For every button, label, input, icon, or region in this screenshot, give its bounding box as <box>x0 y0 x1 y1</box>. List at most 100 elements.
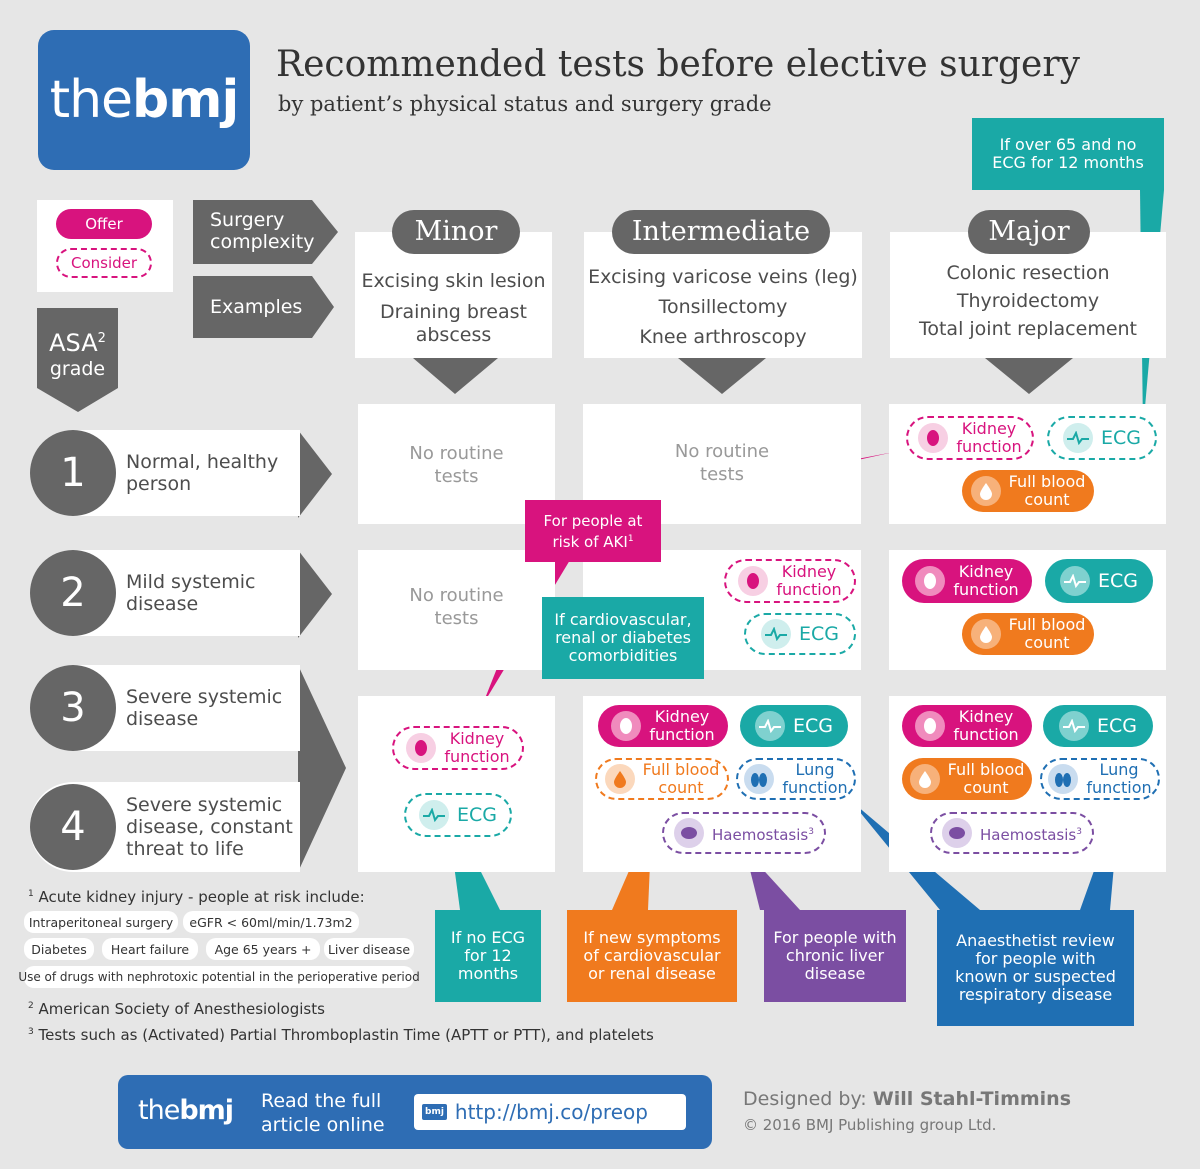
kidney-icon <box>406 733 437 763</box>
risk-item: Liver disease <box>324 938 414 960</box>
test-ecg-offer: ECG <box>1043 705 1153 747</box>
test-ecg-consider: ECG <box>1047 416 1157 460</box>
major-example: Total joint replacement <box>918 318 1138 340</box>
test-ecg-consider: ECG <box>744 613 856 655</box>
kidney-icon <box>738 566 769 596</box>
row1-arrow <box>298 430 332 518</box>
intermediate-example: Excising varicose veins (leg) <box>588 266 858 288</box>
minor-example: Draining breast <box>380 301 527 323</box>
intermediate-example: Knee arthroscopy <box>639 326 807 348</box>
kidney-icon <box>915 566 946 596</box>
designer-credit: Designed by: Will Stahl-Timmins <box>743 1088 1072 1110</box>
minor-example: abscess <box>415 324 492 346</box>
kidney-icon <box>611 711 642 741</box>
lungs-icon <box>1048 764 1079 794</box>
bmj-badge-icon: bmj <box>422 1104 447 1120</box>
platelet-icon <box>674 818 705 848</box>
footnote-aki-heading: 1 Acute kidney injury - people at risk i… <box>28 888 365 906</box>
asa-arrow <box>37 308 118 412</box>
blood-drop-icon <box>970 619 1001 649</box>
test-haemostasis-consider: Haemostasis3 <box>930 812 1094 854</box>
footnote-asa: 2 American Society of Anesthesiologists <box>28 1000 325 1018</box>
test-ecg-consider: ECG <box>404 793 512 837</box>
row34-arrow <box>298 665 346 872</box>
minor-down-arrow <box>413 358 498 394</box>
examples-label: Examples <box>210 296 303 318</box>
major-pill: Major <box>968 210 1090 254</box>
ecg-icon <box>1060 566 1090 596</box>
lungs-icon <box>744 764 775 794</box>
footnote-haemostasis: 3 Tests such as (Activated) Partial Thro… <box>28 1026 654 1044</box>
blood-drop-icon <box>604 764 635 794</box>
test-ecg-offer: ECG <box>740 705 848 747</box>
row-number: 2 <box>30 550 116 636</box>
page-title: Recommended tests before elective surger… <box>276 44 1080 85</box>
minor-example: Excising skin lesion <box>361 270 546 292</box>
bmj-logo: thebmj <box>38 30 250 170</box>
intermediate-down-arrow <box>678 358 766 394</box>
intermediate-pill: Intermediate <box>612 210 830 254</box>
major-example: Thyroidectomy <box>956 290 1100 312</box>
ecg-icon <box>419 800 449 830</box>
examples-arrow <box>193 276 334 338</box>
cell-minor-34 <box>358 696 555 872</box>
row-number: 4 <box>30 784 116 870</box>
ecg-icon <box>1059 711 1089 741</box>
kidney-icon <box>918 423 949 453</box>
major-down-arrow <box>985 358 1073 394</box>
page-subtitle: by patient’s physical status and surgery… <box>278 92 772 116</box>
article-url-link[interactable]: bmj http://bmj.co/preop <box>414 1094 686 1130</box>
risk-item: Use of drugs with nephrotoxic potential … <box>18 966 420 988</box>
platelet-icon <box>942 818 973 848</box>
legend: Offer Consider <box>37 200 173 292</box>
legend-consider: Consider <box>56 248 152 278</box>
surgery-complexity-arrow <box>193 200 338 264</box>
ecg-icon <box>761 619 791 649</box>
copyright: © 2016 BMJ Publishing group Ltd. <box>743 1116 997 1134</box>
risk-item: eGFR < 60ml/min/1.73m2 <box>183 911 359 933</box>
risk-item: Age 65 years + <box>206 938 320 960</box>
minor-pill: Minor <box>392 210 520 254</box>
test-haemostasis-consider: Haemostasis3 <box>662 812 826 854</box>
risk-item: Intraperitoneal surgery <box>24 911 178 933</box>
asa-label: ASA2 grade <box>49 329 106 380</box>
major-column-header: Colonic resection Thyroidectomy Total jo… <box>890 232 1166 358</box>
ecg-icon <box>755 711 785 741</box>
risk-item: Heart failure <box>102 938 198 960</box>
kidney-icon <box>915 711 946 741</box>
intermediate-example: Tonsillectomy <box>658 296 788 318</box>
row-number: 3 <box>30 665 116 751</box>
risk-item: Diabetes <box>24 938 94 960</box>
row2-arrow <box>298 550 332 638</box>
test-ecg-offer: ECG <box>1045 559 1153 603</box>
banner-logo: thebmj <box>138 1095 234 1126</box>
